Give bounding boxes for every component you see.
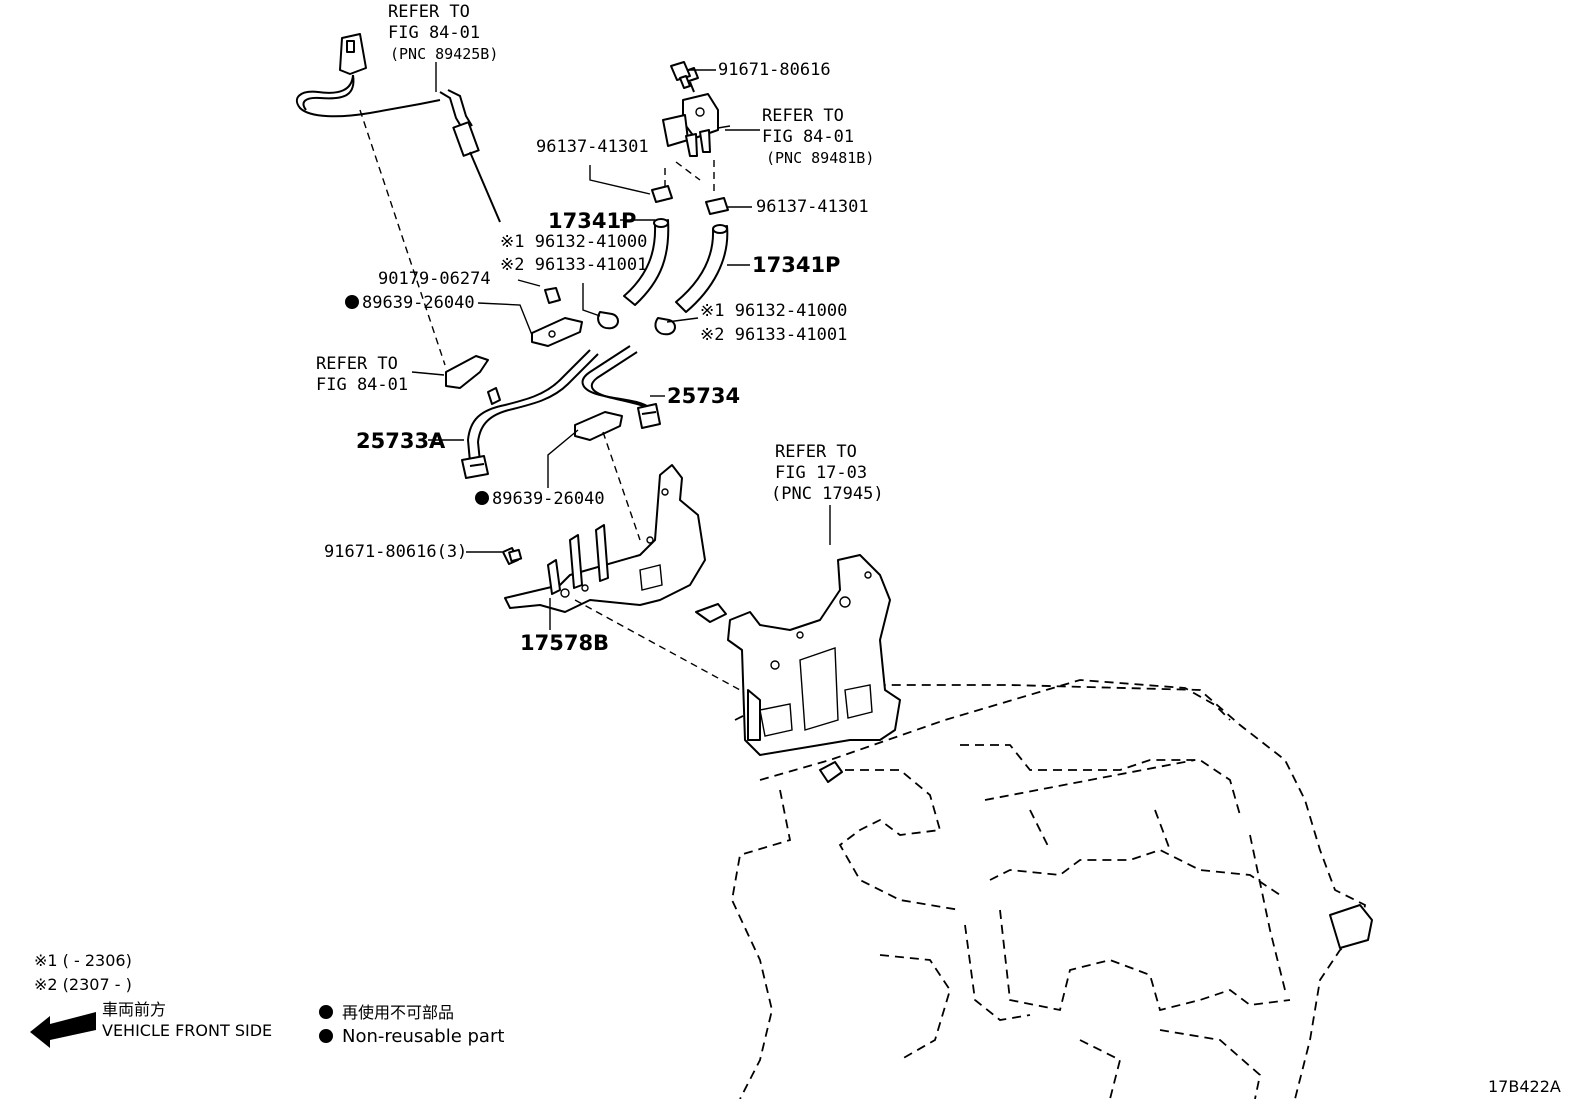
legend-dot-jp — [319, 1005, 333, 1019]
sensor-to-bracket-leader — [359, 109, 446, 366]
figure-code: 17B422A — [1488, 1077, 1561, 1096]
legend-front-jp: 車両前方 — [102, 1000, 166, 1019]
label-bolt-bracket: 91671-80616(3) — [324, 542, 467, 562]
label-clamp-lower: 89639-26040 — [492, 489, 605, 509]
ref-sensor-right-line1: REFER TO — [762, 106, 844, 126]
bracket-17578B — [504, 464, 706, 613]
vacuum-hose-left — [623, 218, 670, 306]
tube-clamp-upper — [531, 317, 583, 347]
ref-bracket-left-line2: FIG 84-01 — [316, 375, 408, 395]
ref-sensor-right-line2: FIG 84-01 — [762, 127, 854, 147]
label-pipe-left: 25733A — [356, 429, 446, 453]
label-clamp-upper: 89639-26040 — [362, 293, 475, 313]
leader-lines — [411, 62, 831, 630]
bracket-17945 — [695, 554, 901, 756]
vacuum-hose-right — [675, 224, 729, 313]
ref-sensor-right-line3: (PNC 89481B) — [766, 149, 874, 167]
legend: ※1 ( - 2306) ※2 (2307 - ) 車両前方 VEHICLE F… — [30, 951, 504, 1048]
label-clamp-right-1: ※1 96132-41000 — [700, 301, 847, 321]
hose-clamp-right — [654, 317, 676, 336]
legend-nonreuse-jp: 再使用不可部品 — [342, 1003, 454, 1022]
legend-nonreuse-en: Non-reusable part — [342, 1026, 504, 1047]
nut — [544, 287, 561, 304]
sensor-bolt — [670, 61, 691, 89]
bracket-bolt — [502, 547, 523, 565]
differential-pressure-sensor — [662, 67, 731, 157]
pressure-pipes — [461, 345, 661, 479]
label-clip-right: 96137-41301 — [756, 197, 869, 217]
legend-note-2: ※2 (2307 - ) — [34, 975, 132, 994]
nonreusable-dot-upper — [345, 295, 359, 309]
hose-clamp-left — [597, 311, 619, 330]
label-nut: 90179-06274 — [378, 269, 491, 289]
legend-note-1: ※1 ( - 2306) — [34, 951, 132, 970]
exhaust-temp-sensor — [295, 33, 501, 223]
legend-dot-en — [319, 1029, 333, 1043]
clip-right — [705, 197, 729, 215]
label-clamp-left-2: ※2 96133-41001 — [500, 255, 647, 275]
ref-bracket-right-line3: (PNC 17945) — [771, 484, 884, 504]
front-arrow-icon — [30, 1012, 96, 1048]
ref-sensor-top-line2: FIG 84-01 — [388, 23, 480, 43]
label-clamp-left-1: ※1 96132-41000 — [500, 232, 647, 252]
pressure-sensor-dash-2 — [675, 161, 701, 181]
nonreusable-dot-lower — [475, 491, 489, 505]
label-bracket: 17578B — [520, 631, 609, 655]
ref-sensor-top-line1: REFER TO — [388, 2, 470, 22]
ref-bracket-left-line1: REFER TO — [316, 354, 398, 374]
engine-outline — [731, 679, 1373, 1100]
label-clip-left: 96137-41301 — [536, 137, 649, 157]
label-pipe-right: 25734 — [667, 384, 740, 408]
label-bolt-top: 91671-80616 — [718, 60, 831, 80]
ref-bracket-right-line1: REFER TO — [775, 442, 857, 462]
ref-bracket-right-line2: FIG 17-03 — [775, 463, 867, 483]
bracket-to-bracket-leader — [574, 599, 741, 691]
sensor-bracket-left — [445, 355, 489, 389]
legend-front-en: VEHICLE FRONT SIDE — [102, 1021, 272, 1040]
ref-sensor-top-line3: (PNC 89425B) — [390, 45, 498, 63]
label-hose-left: 17341P — [548, 209, 636, 233]
label-hose-right: 17341P — [752, 253, 840, 277]
label-clamp-right-2: ※2 96133-41001 — [700, 325, 847, 345]
clamp-to-bracket-leader — [602, 431, 641, 541]
tube-clamp-lower — [574, 411, 623, 441]
clip-left — [651, 185, 673, 203]
